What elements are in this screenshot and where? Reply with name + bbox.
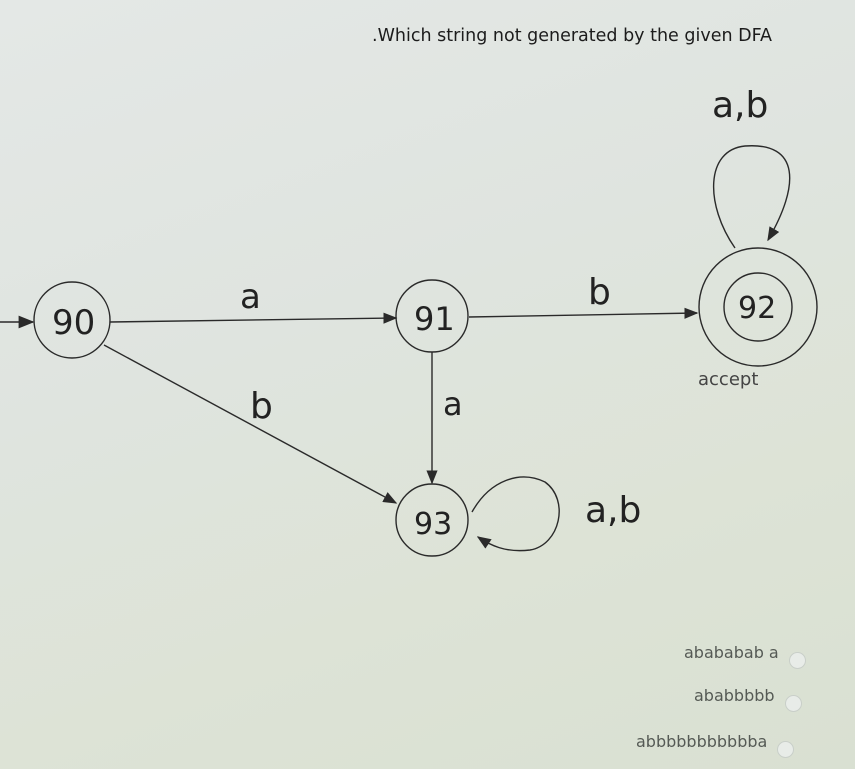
option-3[interactable]: abbbbbbbbbbba	[636, 732, 795, 758]
state-label-q1: 91	[414, 300, 455, 338]
accept-label: accept	[698, 369, 758, 390]
state-label-q0: 90	[52, 303, 95, 343]
state-q0	[33, 281, 111, 359]
edge-label-q0-q3: b	[250, 386, 273, 427]
option-1-text: abababab a	[684, 643, 779, 662]
option-1-radio[interactable]	[788, 652, 806, 669]
option-3-text: abbbbbbbbbbba	[636, 732, 768, 751]
edge-q1-q2	[468, 307, 699, 319]
option-2[interactable]: ababbbbb	[694, 686, 802, 712]
edge-label-q2-self: a,b	[712, 85, 768, 126]
edge-label-q1-q2: b	[588, 272, 611, 313]
edge-q0-q3	[103, 344, 398, 504]
question-text: .Which string not generated by the given…	[372, 26, 773, 46]
edge-label-q0-q1: a	[240, 277, 261, 317]
edge-label-q1-q3: a	[443, 385, 463, 423]
self-loop-q3	[471, 476, 560, 552]
self-loop-q2	[712, 145, 791, 249]
state-q2-inner	[723, 272, 793, 342]
state-q3	[395, 483, 469, 557]
option-2-text: ababbbbb	[694, 686, 775, 705]
state-label-q2: 92	[738, 291, 776, 326]
edge-label-q3-self: a,b	[585, 490, 641, 531]
option-1[interactable]: abababab a	[684, 643, 806, 669]
option-3-radio[interactable]	[777, 741, 795, 758]
state-q2-outer	[698, 247, 818, 367]
edge-q0-q1	[109, 312, 398, 324]
option-2-radio[interactable]	[784, 695, 802, 712]
state-q1	[395, 279, 469, 353]
state-label-q3: 93	[414, 507, 452, 542]
